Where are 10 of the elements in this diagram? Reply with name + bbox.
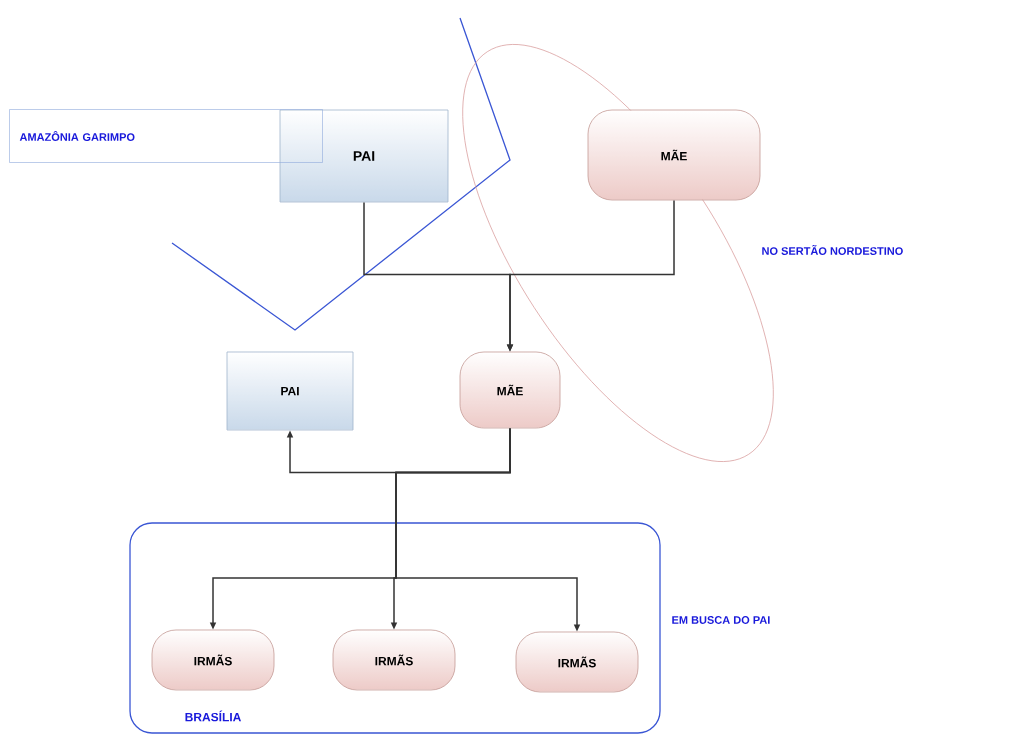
group-caption: EM BUSCA DO PAI	[672, 616, 770, 624]
person-box: IRMÃS	[151, 629, 275, 691]
label-box: AMAZÔNIA GARIMPO	[9, 109, 323, 163]
node-label: NO SERTÃO NORDESTINO	[762, 245, 903, 255]
person-box: IRMÃS	[332, 629, 456, 691]
person-box: IRMÃS	[515, 631, 639, 693]
person-box: PAI	[226, 351, 354, 431]
person-box: PAI	[279, 109, 449, 203]
person-box: MÃE	[587, 109, 761, 201]
person-box: MÃE	[459, 351, 561, 429]
